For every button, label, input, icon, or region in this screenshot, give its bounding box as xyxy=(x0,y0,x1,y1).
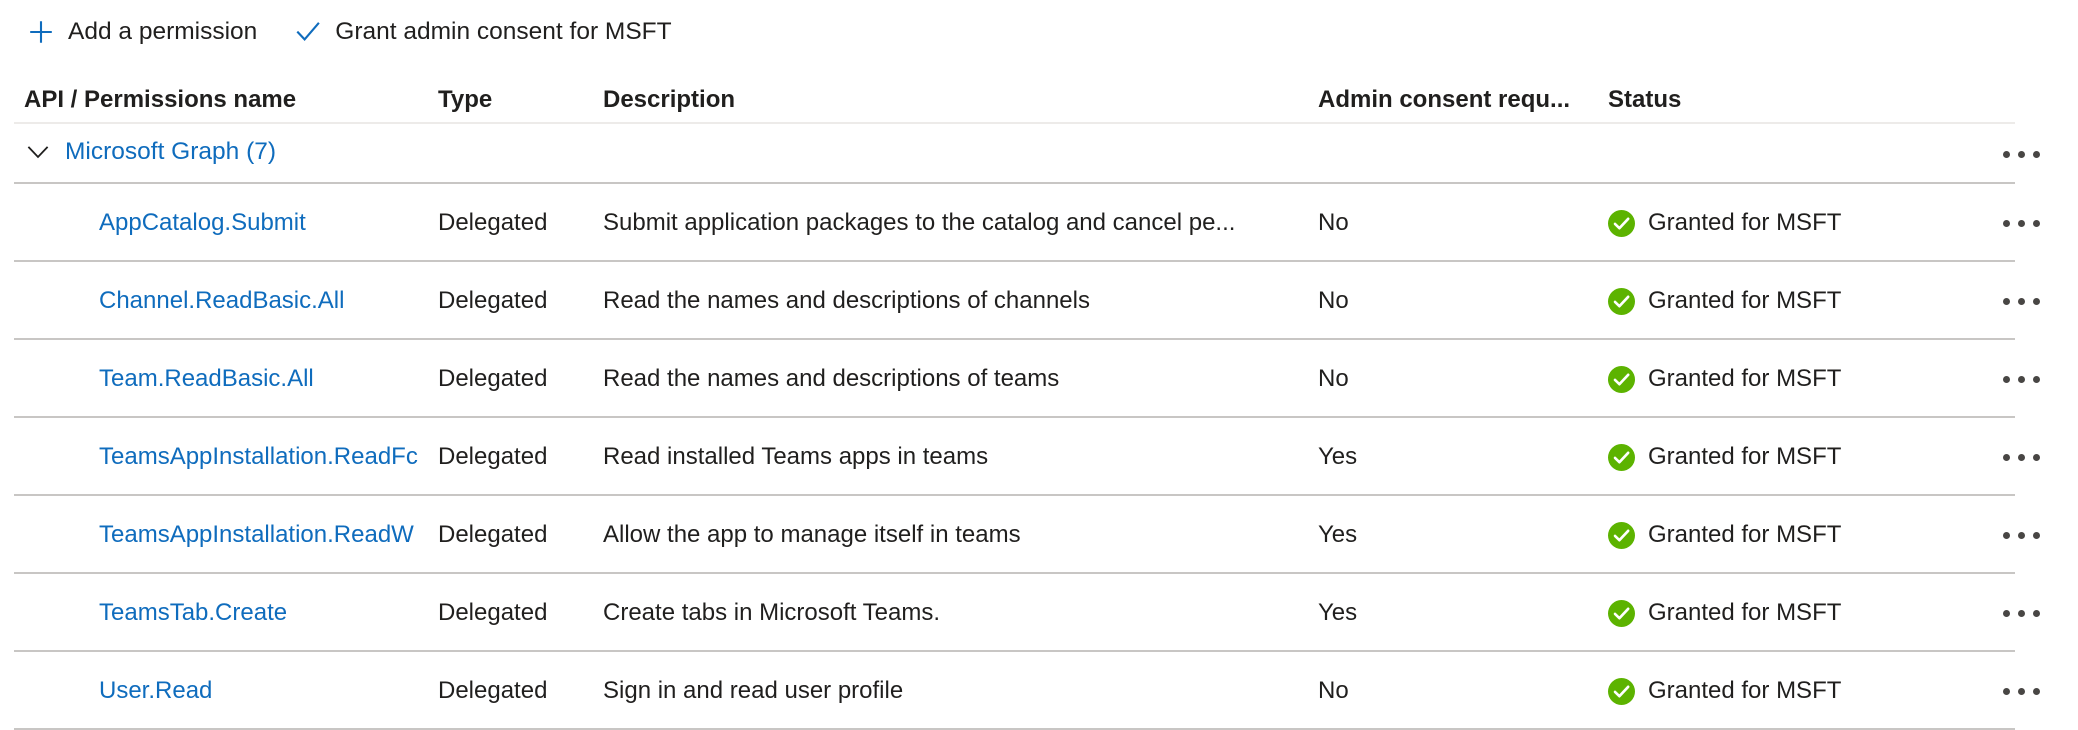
permission-status-cell: Granted for MSFT xyxy=(1608,287,1978,315)
checkmark-icon xyxy=(295,19,321,45)
more-options-icon[interactable] xyxy=(1993,368,2050,391)
granted-check-icon xyxy=(1608,677,1635,705)
permission-status-cell: Granted for MSFT xyxy=(1608,365,1978,393)
permission-menu-cell xyxy=(1978,446,2078,469)
command-bar: Add a permission Grant admin consent for… xyxy=(0,0,2078,64)
more-options-icon[interactable] xyxy=(1993,143,2050,166)
permission-menu-cell xyxy=(1978,602,2078,625)
permission-status-cell: Granted for MSFT xyxy=(1608,677,1978,705)
table-row[interactable]: TeamsAppInstallation.ReadW Delegated All… xyxy=(0,496,2078,574)
permission-name-cell: TeamsAppInstallation.ReadW xyxy=(0,521,438,549)
column-header-type[interactable]: Type xyxy=(438,86,493,113)
table-header-row: API / Permissions name Type Description … xyxy=(0,64,2078,124)
permission-name-link[interactable]: Team.ReadBasic.All xyxy=(99,365,314,392)
column-header-description[interactable]: Description xyxy=(603,86,736,113)
permissions-table: API / Permissions name Type Description … xyxy=(0,64,2078,730)
permission-status-text: Granted for MSFT xyxy=(1648,287,1842,314)
granted-check-icon xyxy=(1608,599,1635,627)
api-group-label: Microsoft Graph (7) xyxy=(65,137,277,165)
permission-name-link[interactable]: TeamsAppInstallation.ReadW xyxy=(99,521,414,548)
permission-status-text: Granted for MSFT xyxy=(1648,209,1842,236)
permission-status-cell: Granted for MSFT xyxy=(1608,209,1978,237)
permission-name-link[interactable]: User.Read xyxy=(99,677,213,704)
permission-rows: AppCatalog.Submit Delegated Submit appli… xyxy=(0,184,2078,730)
permission-name-cell: Team.ReadBasic.All xyxy=(0,365,438,393)
api-group-name-cell: Microsoft Graph (7) xyxy=(0,138,438,171)
permission-status-text: Granted for MSFT xyxy=(1648,599,1842,626)
permission-menu-cell xyxy=(1978,290,2078,313)
column-header-name[interactable]: API / Permissions name xyxy=(24,86,297,113)
permission-status-text: Granted for MSFT xyxy=(1648,443,1842,470)
add-permission-button[interactable]: Add a permission xyxy=(24,13,261,51)
granted-check-icon xyxy=(1608,209,1635,237)
permission-name-link[interactable]: TeamsAppInstallation.ReadFc xyxy=(99,443,418,470)
table-row[interactable]: AppCatalog.Submit Delegated Submit appli… xyxy=(0,184,2078,262)
permission-menu-cell xyxy=(1978,212,2078,235)
permission-description-cell: Create tabs in Microsoft Teams. xyxy=(603,599,941,626)
table-row[interactable]: User.Read Delegated Sign in and read use… xyxy=(0,652,2078,730)
more-options-icon[interactable] xyxy=(1993,680,2050,703)
permission-type-cell: Delegated xyxy=(438,521,548,548)
granted-check-icon xyxy=(1608,365,1635,393)
column-header-admin-consent[interactable]: Admin consent requ... xyxy=(1318,86,1571,113)
permission-status-cell: Granted for MSFT xyxy=(1608,599,1978,627)
plus-icon xyxy=(28,19,54,45)
permission-menu-cell xyxy=(1978,368,2078,391)
table-row[interactable]: TeamsTab.Create Delegated Create tabs in… xyxy=(0,574,2078,652)
permission-admin-consent-cell: No xyxy=(1318,365,1349,392)
permission-menu-cell xyxy=(1978,680,2078,703)
permission-name-cell: TeamsTab.Create xyxy=(0,599,438,627)
table-row[interactable]: Channel.ReadBasic.All Delegated Read the… xyxy=(0,262,2078,340)
permission-status-cell: Granted for MSFT xyxy=(1608,521,1978,549)
permission-description-cell: Sign in and read user profile xyxy=(603,677,904,704)
more-options-icon[interactable] xyxy=(1993,602,2050,625)
api-group-menu-cell xyxy=(1978,143,2078,166)
grant-admin-consent-button[interactable]: Grant admin consent for MSFT xyxy=(291,13,675,51)
api-group-row-microsoft-graph: Microsoft Graph (7) xyxy=(0,124,2078,184)
permission-name-cell: User.Read xyxy=(0,677,438,705)
permission-type-cell: Delegated xyxy=(438,599,548,626)
granted-check-icon xyxy=(1608,287,1635,315)
api-group-toggle[interactable]: Microsoft Graph (7) xyxy=(24,138,276,166)
permission-menu-cell xyxy=(1978,524,2078,547)
permission-admin-consent-cell: No xyxy=(1318,677,1349,704)
permission-status-text: Granted for MSFT xyxy=(1648,677,1842,704)
permission-admin-consent-cell: No xyxy=(1318,209,1349,236)
permission-admin-consent-cell: Yes xyxy=(1318,599,1358,626)
permission-status-text: Granted for MSFT xyxy=(1648,521,1842,548)
grant-admin-consent-label: Grant admin consent for MSFT xyxy=(335,17,672,45)
column-header-status[interactable]: Status xyxy=(1608,86,1682,113)
permission-type-cell: Delegated xyxy=(438,287,548,314)
permission-admin-consent-cell: No xyxy=(1318,287,1349,314)
permission-name-cell: Channel.ReadBasic.All xyxy=(0,287,438,315)
permission-description-cell: Read the names and descriptions of chann… xyxy=(603,287,1090,314)
permission-admin-consent-cell: Yes xyxy=(1318,521,1358,548)
permission-type-cell: Delegated xyxy=(438,209,548,236)
permission-description-cell: Submit application packages to the catal… xyxy=(603,209,1236,236)
more-options-icon[interactable] xyxy=(1993,212,2050,235)
permission-name-link[interactable]: Channel.ReadBasic.All xyxy=(99,287,345,314)
permission-name-cell: TeamsAppInstallation.ReadFc xyxy=(0,443,438,471)
more-options-icon[interactable] xyxy=(1993,446,2050,469)
permission-description-cell: Allow the app to manage itself in teams xyxy=(603,521,1021,548)
table-row[interactable]: Team.ReadBasic.All Delegated Read the na… xyxy=(0,340,2078,418)
granted-check-icon xyxy=(1608,521,1635,549)
permission-description-cell: Read the names and descriptions of teams xyxy=(603,365,1060,392)
table-row[interactable]: TeamsAppInstallation.ReadFc Delegated Re… xyxy=(0,418,2078,496)
permission-type-cell: Delegated xyxy=(438,443,548,470)
permission-type-cell: Delegated xyxy=(438,677,548,704)
permission-name-cell: AppCatalog.Submit xyxy=(0,209,438,237)
permission-name-link[interactable]: TeamsTab.Create xyxy=(99,599,288,626)
more-options-icon[interactable] xyxy=(1993,290,2050,313)
permission-admin-consent-cell: Yes xyxy=(1318,443,1358,470)
add-permission-label: Add a permission xyxy=(68,17,258,45)
permission-status-text: Granted for MSFT xyxy=(1648,365,1842,392)
permission-name-link[interactable]: AppCatalog.Submit xyxy=(99,209,306,236)
granted-check-icon xyxy=(1608,443,1635,471)
permission-description-cell: Read installed Teams apps in teams xyxy=(603,443,989,470)
more-options-icon[interactable] xyxy=(1993,524,2050,547)
permission-status-cell: Granted for MSFT xyxy=(1608,443,1978,471)
permission-type-cell: Delegated xyxy=(438,365,548,392)
chevron-down-icon xyxy=(24,138,52,166)
